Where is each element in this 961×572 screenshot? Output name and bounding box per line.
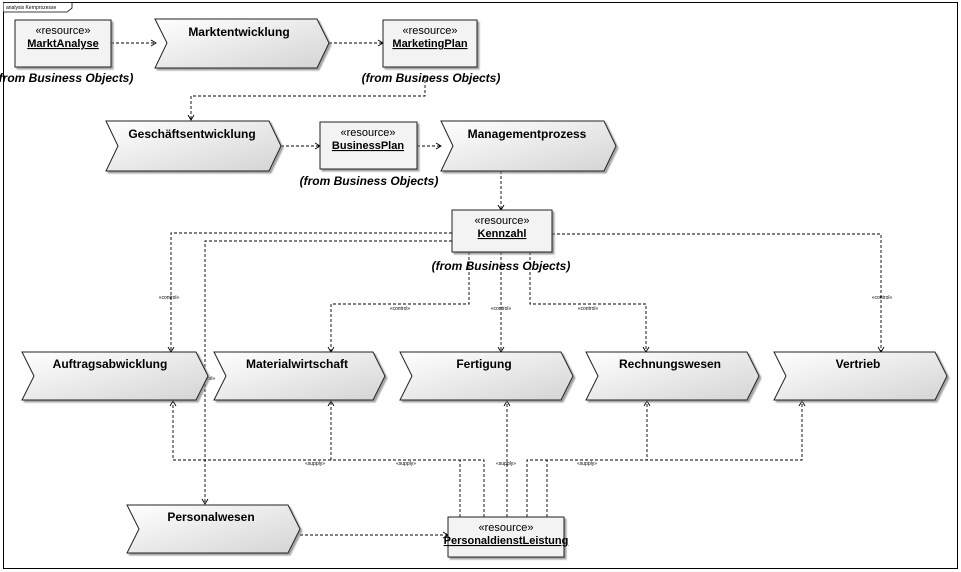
relation-labels: «control» «control» «control» «control» … (159, 295, 893, 467)
resource-businessplan[interactable]: «resource» BusinessPlan (319, 121, 418, 170)
diagram-frame (3, 2, 958, 569)
from-label: (from Business Objects) (432, 259, 571, 273)
frame-title-tab (3, 2, 73, 13)
resource-stereotype: «resource» (340, 127, 395, 139)
from-label: (from Business Objects) (362, 71, 501, 85)
arrowhead (327, 400, 335, 407)
control-label: «control» (159, 295, 180, 301)
resource-stereotype: «resource» (35, 25, 90, 37)
supply-label: «supply» (496, 461, 516, 467)
resource-name: MarketingPlan (392, 38, 467, 50)
supply-label: «supply» (396, 461, 416, 467)
resource-name: BusinessPlan (332, 140, 404, 152)
process-managementprozess[interactable]: Managementprozess (440, 120, 617, 172)
supply-label: «supply» (305, 461, 325, 467)
resource-marketingplan[interactable]: «resource» MarketingPlan (382, 19, 478, 68)
process-fertigung[interactable]: Fertigung (399, 351, 574, 401)
process-label: Marktentwicklung (188, 25, 289, 39)
from-label: (from Business Objects) (300, 174, 439, 188)
frame-title: analysis Kernprozesse (6, 5, 57, 11)
process-label: Vertrieb (836, 357, 881, 371)
from-label: (from Business Objects) (0, 71, 133, 85)
control-label: «control» (872, 295, 893, 301)
supply-label: «supply» (577, 461, 597, 467)
arrowhead (150, 39, 157, 47)
edge-control-personalwesen (204, 240, 452, 504)
resource-name: MarktAnalyse (27, 38, 99, 50)
process-label: Fertigung (456, 357, 511, 371)
process-label: Geschäftsentwicklung (128, 127, 255, 141)
process-personalwesen[interactable]: Personalwesen (126, 504, 301, 554)
resource-name: Kennzahl (478, 228, 527, 240)
resource-stereotype: «resource» (402, 25, 457, 37)
resource-marktanalyse[interactable]: «resource» MarktAnalyse (14, 19, 112, 68)
arrowhead (503, 400, 511, 407)
arrowhead (169, 400, 177, 407)
edge-supply-rechnungswesen (526, 401, 648, 517)
resource-stereotype: «resource» (478, 522, 533, 534)
resource-personaldienstleistung[interactable]: «resource» PersonaldienstLeistung (444, 516, 569, 558)
process-label: Managementprozess (468, 127, 587, 141)
process-geschaeftsentwicklung[interactable]: Geschäftsentwicklung (105, 120, 282, 172)
process-vertrieb[interactable]: Vertrieb (773, 351, 948, 401)
resource-stereotype: «resource» (474, 215, 529, 227)
arrowhead (201, 498, 209, 505)
control-label: «control» (578, 306, 599, 312)
process-rechnungswesen[interactable]: Rechnungswesen (585, 351, 760, 401)
process-marktentwicklung[interactable]: Marktentwicklung (154, 18, 330, 69)
process-label: Personalwesen (167, 510, 254, 524)
process-label: Materialwirtschaft (246, 357, 348, 371)
resource-kennzahl[interactable]: «resource» Kennzahl (451, 209, 553, 253)
resource-name: PersonaldienstLeistung (444, 535, 569, 547)
process-auftragsabwicklung[interactable]: Auftragsabwicklung (21, 351, 209, 401)
edge-control-rechnungswesen (529, 252, 647, 352)
arrowhead (187, 114, 195, 121)
edge-supply-vertrieb (546, 401, 803, 517)
control-label: «control» (390, 306, 411, 312)
edge-control-vertrieb (552, 233, 882, 352)
edge-supply-auftragsabwicklung (172, 401, 485, 517)
arrowhead (643, 400, 651, 407)
process-label: Auftragsabwicklung (53, 357, 168, 371)
edges (111, 39, 885, 539)
process-materialwirtschaft[interactable]: Materialwirtschaft (213, 351, 386, 401)
control-label: «control» (491, 306, 512, 312)
arrowhead (798, 400, 806, 407)
edge-marketingplan-geschaeftsentwicklung (190, 75, 426, 120)
edge-control-auftragsabwicklung (170, 232, 452, 352)
arrowhead (435, 142, 442, 150)
process-label: Rechnungswesen (619, 357, 721, 371)
edge-control-materialwirtschaft (330, 252, 470, 352)
